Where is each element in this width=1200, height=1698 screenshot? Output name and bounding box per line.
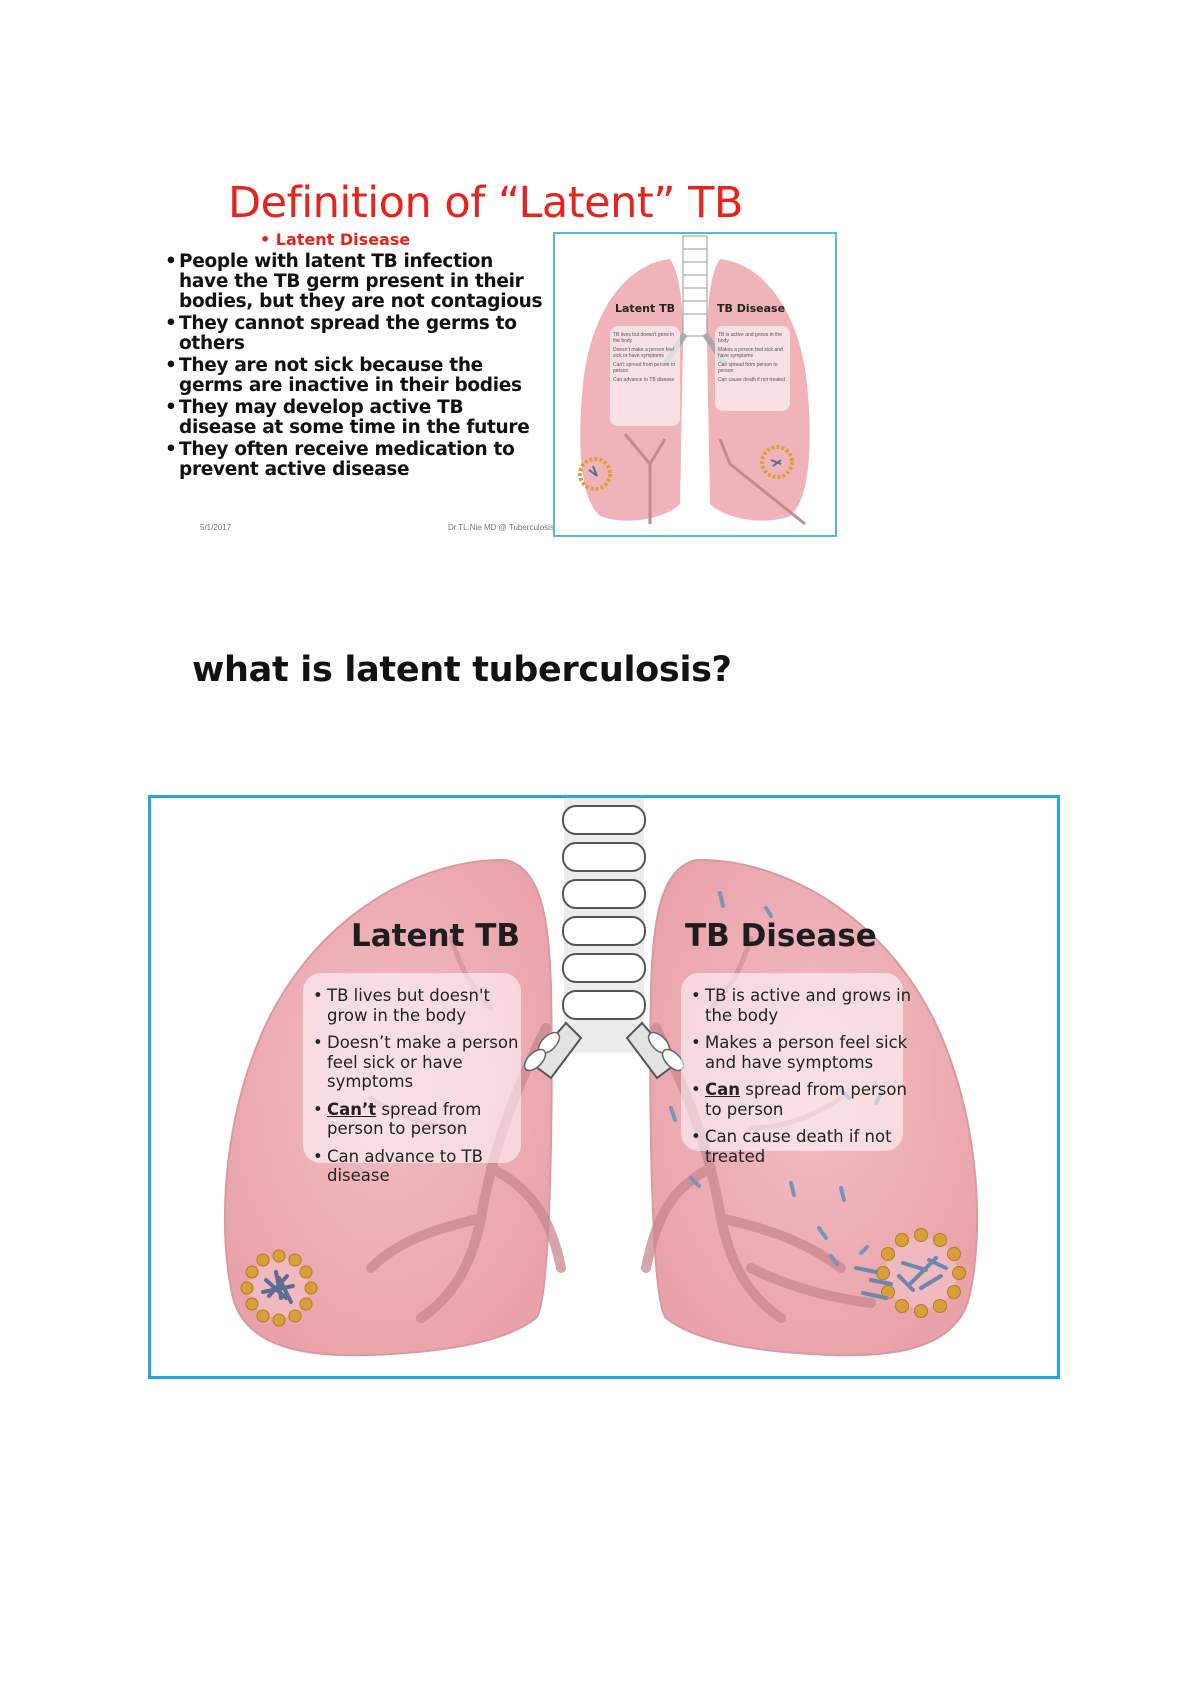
right-granuloma — [854, 1228, 966, 1318]
slide-bullet: They cannot spread the germs to others — [163, 314, 543, 354]
thumbnail-lung-diagram: Latent TB TB Disease TB lives but doesn'… — [553, 232, 837, 537]
latent-tb-item: Can’t spread from person to person — [312, 1100, 527, 1139]
trachea — [523, 798, 685, 1080]
thumbnail-left-text: TB lives but doesn't grow in the body Do… — [613, 332, 675, 383]
latent-tb-list: TB lives but doesn't grow in the body Do… — [312, 986, 527, 1194]
tb-disease-item: Can cause death if not treated — [690, 1127, 912, 1166]
slide-title: Definition of “Latent” TB — [228, 178, 743, 228]
left-granuloma — [240, 1249, 318, 1327]
slide-footer-author: Dr.TL.Nie MD @ Tuberculosis — [448, 523, 554, 532]
thumbnail-right-title: TB Disease — [717, 302, 786, 315]
thumbnail-lungs-illustration — [578, 235, 810, 526]
slide-bullet: They may develop active TB disease at so… — [163, 398, 543, 438]
slide-subtitle: • Latent Disease — [260, 230, 411, 249]
latent-tb-item: Can advance to TB disease — [312, 1147, 527, 1186]
slide-footer-date: 5/1/2017 — [200, 523, 232, 532]
tb-disease-item: Can spread from person to person — [690, 1080, 912, 1119]
slide-bullet: People with latent TB infection have the… — [163, 252, 543, 312]
latent-tb-title: Latent TB — [351, 918, 520, 954]
slide-bullet-list: People with latent TB infection have the… — [163, 252, 543, 482]
tb-disease-item: Makes a person feel sick and have sympto… — [690, 1033, 912, 1072]
question-heading: what is latent tuberculosis? — [192, 650, 732, 690]
thumbnail-left-title: Latent TB — [615, 302, 675, 315]
thumbnail-right-text: TB is active and grows in the body Makes… — [718, 332, 785, 383]
lungs-illustration — [223, 798, 979, 1357]
slide-bullet: They often receive medication to prevent… — [163, 440, 543, 480]
tb-disease-title: TB Disease — [685, 918, 877, 954]
tb-disease-list: TB is active and grows in the body Makes… — [690, 986, 912, 1174]
latent-tb-item: Doesn’t make a person feel sick or have … — [312, 1033, 527, 1092]
slide-bullet: They are not sick because the germs are … — [163, 356, 543, 396]
lung-diagram: Latent TB TB Disease TB lives but doesn'… — [148, 795, 1060, 1379]
tb-disease-item: TB is active and grows in the body — [690, 986, 912, 1025]
latent-tb-item: TB lives but doesn't grow in the body — [312, 986, 527, 1025]
